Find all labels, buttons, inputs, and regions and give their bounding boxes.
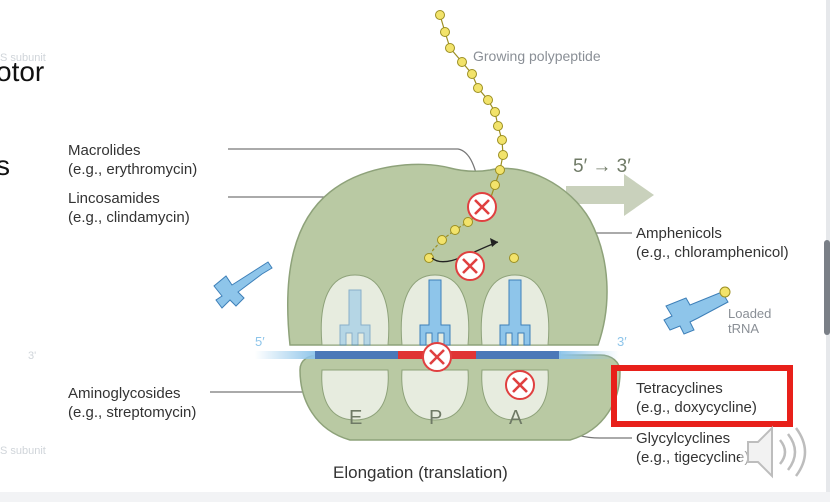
speaker-icon[interactable] bbox=[740, 425, 812, 484]
growing-polypeptide-label: Growing polypeptide bbox=[473, 48, 601, 64]
tetracyclines-label: Tetracyclines bbox=[636, 380, 723, 397]
direction-label: 5′ → 3′ bbox=[573, 156, 631, 177]
x-circle-icon bbox=[467, 192, 497, 222]
lincosamides-label: Lincosamides bbox=[68, 190, 160, 207]
site-a-label: A bbox=[509, 407, 523, 429]
exiting-trna bbox=[213, 261, 273, 309]
partial-heading-1: otor bbox=[0, 56, 45, 87]
tetracyclines-highlight bbox=[611, 365, 793, 427]
partial-heading-2: s bbox=[0, 150, 10, 181]
aminoglycosides-label: Aminoglycosides bbox=[68, 385, 181, 402]
left-panel: otor s S subunit 3' S subunit bbox=[0, 0, 64, 502]
site-p-label: P bbox=[429, 407, 442, 429]
macrolides-label: Macrolides bbox=[68, 142, 141, 159]
loaded-trna bbox=[663, 286, 731, 335]
direction-arrow bbox=[566, 174, 654, 216]
x-circle-icon bbox=[505, 370, 535, 400]
polypeptide-chain bbox=[424, 10, 519, 263]
ghost-label-1: S subunit bbox=[0, 52, 46, 64]
lincosamides-example: (e.g., clindamycin) bbox=[68, 209, 190, 226]
drug-labels: Macrolides (e.g., erythromycin) Lincosam… bbox=[68, 142, 789, 466]
aminoglycosides-example: (e.g., streptomycin) bbox=[68, 404, 196, 421]
amphenicols-example: (e.g., chloramphenicol) bbox=[636, 244, 789, 261]
trna-a-site bbox=[499, 279, 531, 346]
trna-e-site bbox=[339, 289, 371, 346]
macrolides-example: (e.g., erythromycin) bbox=[68, 161, 197, 178]
loaded-trna-label-2: tRNA bbox=[728, 321, 759, 336]
mrna-3-prime: 3′ bbox=[617, 334, 627, 349]
amphenicols-label: Amphenicols bbox=[636, 225, 722, 242]
mrna-5-prime: 5′ bbox=[255, 334, 265, 349]
tetracyclines-example: (e.g., doxycycline) bbox=[636, 399, 757, 416]
loaded-trna-label-1: Loaded bbox=[728, 306, 771, 321]
x-circle-icon bbox=[455, 251, 485, 281]
diagram-caption: Elongation (translation) bbox=[333, 463, 508, 482]
ghost-label-2: 3' bbox=[28, 350, 37, 362]
ghost-label-3: S subunit bbox=[0, 445, 46, 457]
site-e-label: E bbox=[349, 407, 362, 429]
glycylcyclines-example: (e.g., tigecycline) bbox=[636, 449, 749, 466]
x-circle-icon bbox=[422, 342, 452, 372]
glycylcyclines-label: Glycylcyclines bbox=[636, 430, 730, 447]
bottom-strip bbox=[0, 492, 830, 502]
scrollbar-handle[interactable] bbox=[824, 240, 830, 335]
